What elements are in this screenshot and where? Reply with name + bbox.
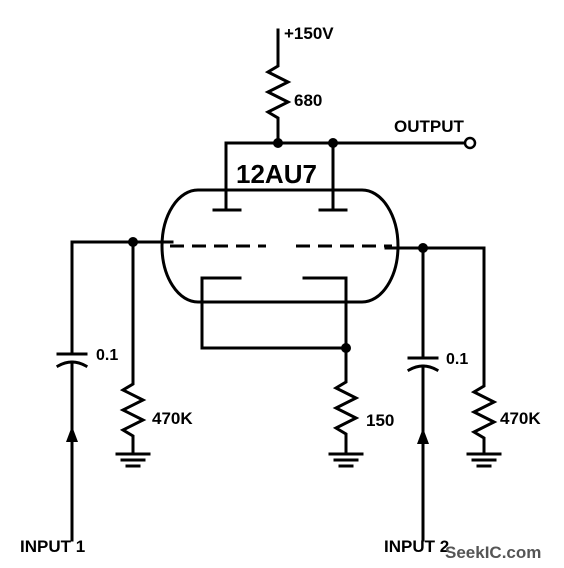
input2-arrow-icon bbox=[417, 428, 429, 444]
output-label: OUTPUT bbox=[394, 117, 465, 136]
plate-resistor-680 bbox=[264, 58, 292, 126]
cathode2 bbox=[302, 276, 348, 300]
watermark: SeekIC.com bbox=[445, 543, 541, 562]
output-terminal[interactable] bbox=[463, 136, 477, 150]
cathode1 bbox=[200, 276, 242, 300]
ground-icon-grid1 bbox=[115, 452, 151, 468]
input1-label: INPUT 1 bbox=[20, 537, 85, 556]
input2-label: INPUT 2 bbox=[384, 537, 449, 556]
grid2-resistor-470k bbox=[470, 378, 498, 454]
r-grid2-label: 470K bbox=[500, 409, 541, 428]
input1-arrow-icon bbox=[66, 426, 78, 442]
tube-envelope bbox=[160, 188, 400, 304]
plate-resistor-label: 680 bbox=[294, 91, 322, 110]
ground-icon-grid2 bbox=[466, 452, 502, 468]
cathode-resistor-150 bbox=[332, 346, 360, 454]
c1-label: 0.1 bbox=[96, 347, 118, 364]
c2-label: 0.1 bbox=[446, 351, 468, 368]
r-cathode-label: 150 bbox=[366, 411, 394, 430]
junction-plate-left bbox=[273, 138, 283, 148]
supply-label: +150V bbox=[284, 24, 334, 43]
tube-label: 12AU7 bbox=[236, 159, 317, 189]
grid1-resistor-470k bbox=[119, 376, 147, 454]
ground-icon-cathode bbox=[328, 452, 364, 468]
r-grid1-label: 470K bbox=[152, 409, 193, 428]
